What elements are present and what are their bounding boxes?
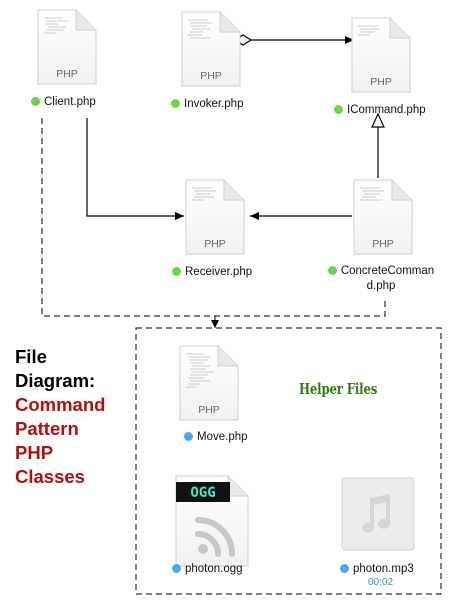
client-receiver-connector (86, 118, 184, 220)
status-dot (172, 564, 181, 573)
photon-mp3-duration: 00:02 (368, 577, 394, 588)
move-file-name: Move.php (197, 431, 248, 443)
receiver-file-type: PHP (204, 238, 226, 250)
invoker-file-type: PHP (200, 70, 222, 82)
receiver-file-name: Receiver.php (185, 266, 253, 278)
diagram-title: File Diagram: Command Pattern PHP Classe… (15, 345, 105, 489)
invoker-file-label[interactable]: Invoker.php (171, 98, 243, 110)
move-file-label[interactable]: Move.php (184, 431, 248, 443)
status-dot (340, 564, 349, 573)
rss-waves-icon (195, 517, 235, 557)
ogg-badge-text: OGG (190, 485, 215, 501)
status-dot (327, 266, 337, 275)
title-line: File (15, 346, 47, 367)
ogg-badge (176, 482, 230, 502)
client-file-name: Client.php (44, 96, 96, 108)
title-line: PHP (15, 442, 54, 463)
concrete-file-name-line2: d.php (366, 280, 396, 292)
status-dot (184, 432, 193, 441)
title-line: Classes (15, 466, 85, 487)
title-line: Command (15, 394, 106, 415)
photon-ogg-label[interactable]: photon.ogg (172, 563, 243, 575)
client-file-label[interactable]: Client.php (31, 96, 96, 108)
music-note-icon (362, 494, 390, 533)
php-file-icon-client: PHP (37, 9, 97, 85)
helper-files-box (135, 327, 442, 595)
concrete-file-label[interactable]: ConcreteComman d.php (326, 264, 436, 294)
status-dot (31, 97, 40, 106)
photon-mp3-label[interactable]: photon.mp3 (340, 563, 414, 575)
photon-ogg-name: photon.ogg (185, 563, 243, 575)
realization-triangle (371, 112, 385, 128)
php-file-icon-receiver: PHP (185, 179, 245, 255)
title-line: Pattern (15, 418, 79, 439)
icommand-file-label[interactable]: ICommand.php (334, 104, 426, 116)
invoker-file-name: Invoker.php (184, 98, 244, 110)
title-line: Diagram: (15, 370, 96, 391)
photon-mp3-name: photon.mp3 (353, 563, 414, 575)
icommand-file-name: ICommand.php (347, 104, 426, 116)
status-dot (172, 267, 181, 276)
status-dot (334, 105, 343, 114)
status-dot (171, 99, 180, 108)
php-file-icon-icommand: PHP (351, 17, 411, 93)
concrete-file-type: PHP (372, 238, 394, 250)
receiver-file-label[interactable]: Receiver.php (172, 266, 252, 278)
helper-files-title: Helper Files (299, 380, 378, 398)
ogg-file-icon: OGG (175, 475, 249, 567)
php-file-icon-concrete: PHP (353, 179, 413, 255)
php-file-icon-invoker: PHP (181, 11, 241, 87)
concrete-file-name-line1: ConcreteComman (340, 265, 435, 277)
icommand-file-type: PHP (370, 76, 392, 88)
php-file-icon-move: PHP (179, 345, 239, 421)
move-file-type: PHP (198, 404, 220, 416)
mp3-file-icon (341, 477, 415, 551)
client-file-type: PHP (56, 68, 78, 80)
